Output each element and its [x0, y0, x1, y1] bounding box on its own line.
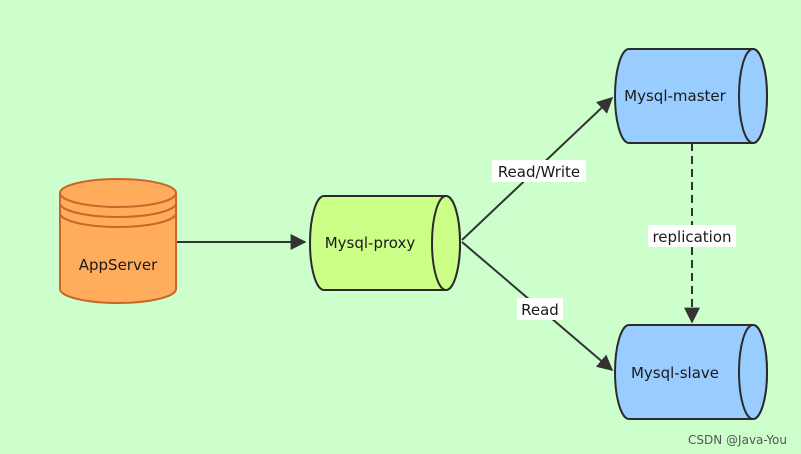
mysql-proxy-end [431, 195, 461, 291]
appserver-top [59, 178, 177, 208]
read-write-label: Read/Write [498, 163, 580, 181]
mysql-master-node: Mysql-master [614, 48, 768, 144]
mysql-slave-label: Mysql-slave [631, 364, 719, 382]
edge-label-replication: replication [648, 225, 736, 247]
mysql-proxy-label: Mysql-proxy [325, 234, 416, 252]
appserver-node: AppServer [59, 178, 177, 304]
appserver-body [59, 193, 177, 304]
mysql-master-label: Mysql-master [624, 87, 726, 105]
replication-label: replication [652, 228, 731, 246]
mysql-master-end [738, 48, 768, 144]
read-label: Read [521, 301, 559, 319]
edge-label-read-write: Read/Write [492, 160, 586, 182]
edge-label-read: Read [517, 298, 563, 320]
appserver-label: AppServer [79, 256, 158, 274]
mysql-proxy-node: Mysql-proxy [309, 195, 461, 291]
watermark: CSDN @Java-You [688, 433, 787, 447]
mysql-slave-node: Mysql-slave [614, 324, 768, 420]
mysql-slave-end [738, 324, 768, 420]
